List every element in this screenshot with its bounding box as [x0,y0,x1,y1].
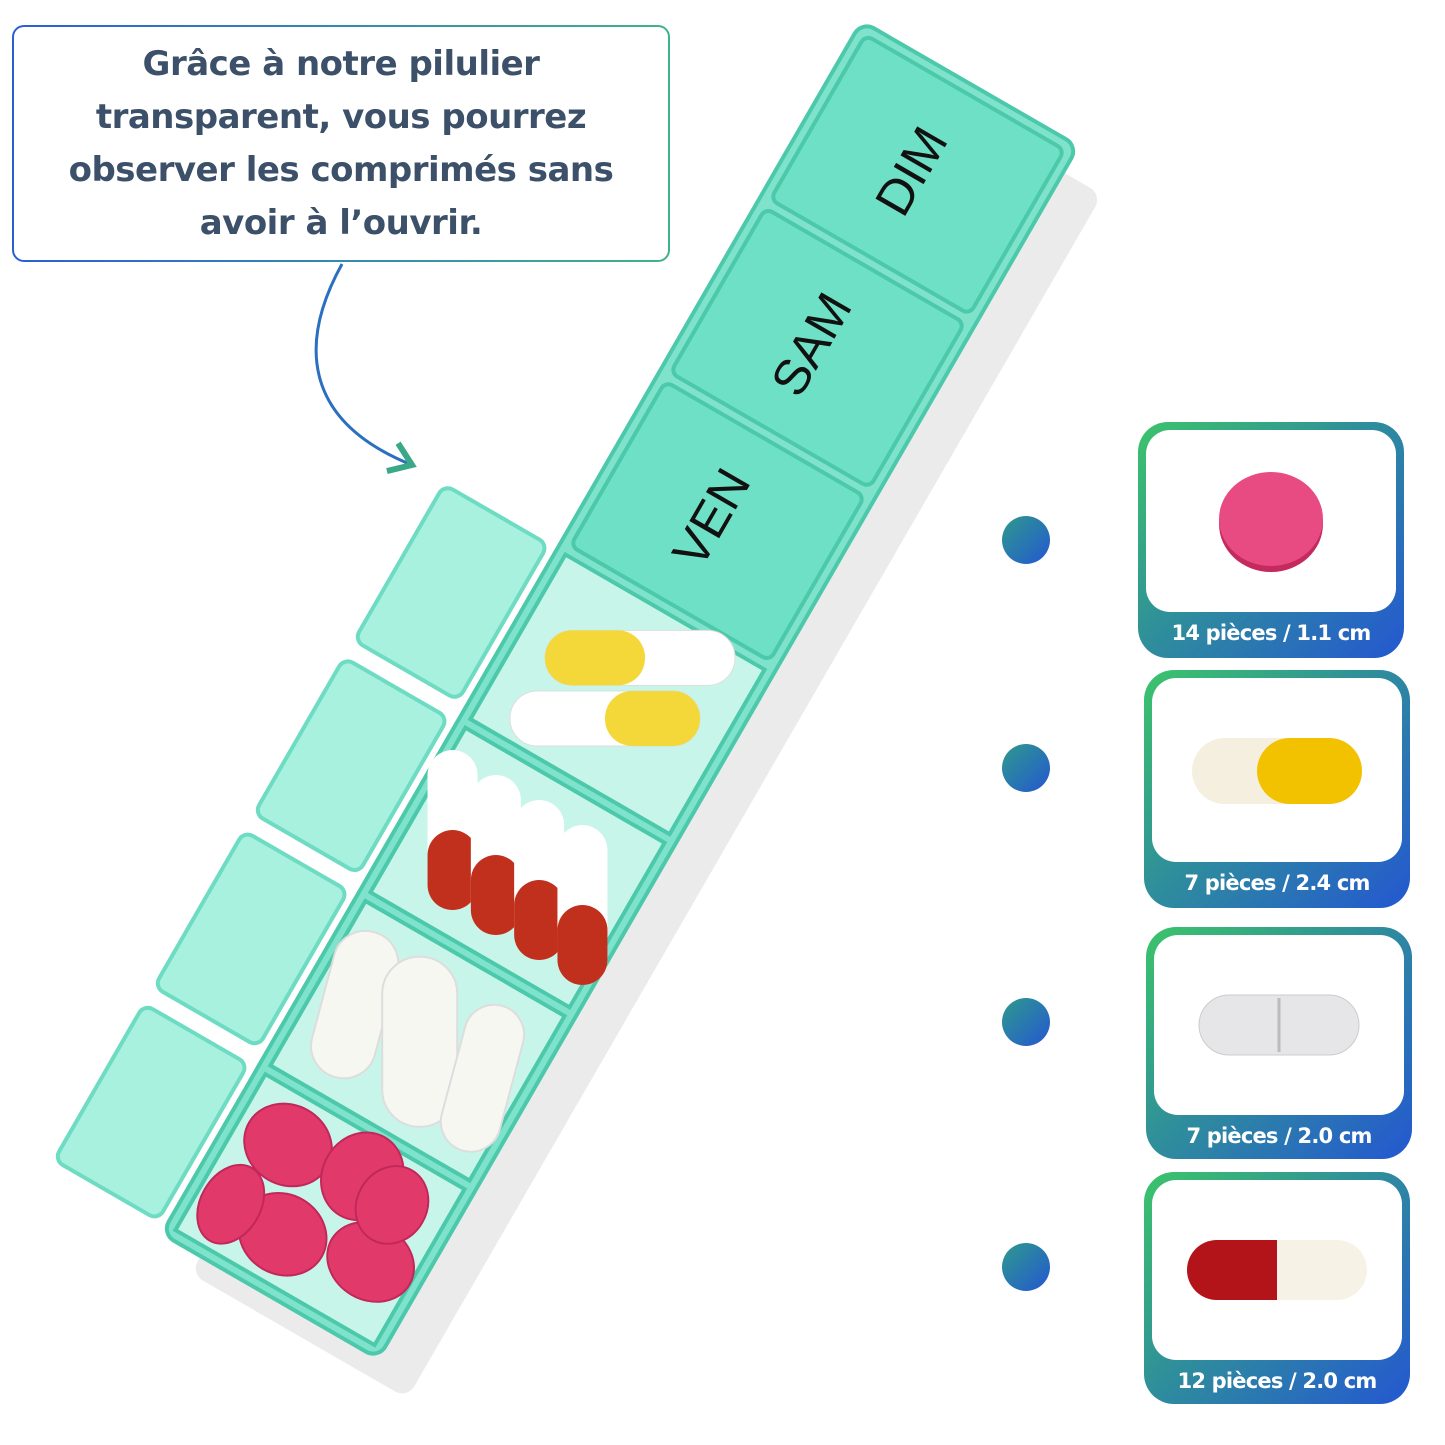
white-tablets [310,929,526,1153]
card-label: 14 pièces / 1.1 cm [1171,621,1372,645]
pillbox: DIM SAM VEN [55,24,1098,1394]
pill-card-white: 7 pièces / 2.0 cm [1146,927,1412,1159]
timeline-dot [1002,998,1050,1046]
red-white-capsules [427,750,608,986]
callout-arrow [314,263,417,474]
card-label: 7 pièces / 2.0 cm [1186,1124,1372,1148]
timeline-dot [1002,744,1050,792]
card-label: 12 pièces / 2.0 cm [1177,1369,1378,1393]
pill-card-pink: 14 pièces / 1.1 cm [1138,422,1404,658]
timeline-dot [1002,516,1050,564]
pill-image [1152,678,1402,862]
white-tablet-icon [1198,994,1360,1056]
pill-card-yellow: 7 pièces / 2.4 cm [1144,670,1410,908]
red-capsule-icon [1187,1240,1367,1300]
pink-tablets [196,1102,430,1303]
pill-image [1152,1180,1402,1360]
callout-box: Grâce à notre pilulier transparent, vous… [12,25,670,262]
yellow-capsule-icon [1192,738,1362,804]
pink-tablet-icon [1219,472,1323,572]
pill-image [1146,430,1396,612]
timeline-dot [1002,1243,1050,1291]
callout-text: Grâce à notre pilulier transparent, vous… [68,43,614,243]
yellow-capsules [509,629,736,747]
card-label: 7 pièces / 2.4 cm [1184,871,1370,895]
pill-card-red: 12 pièces / 2.0 cm [1144,1172,1410,1404]
pill-image [1154,935,1404,1115]
